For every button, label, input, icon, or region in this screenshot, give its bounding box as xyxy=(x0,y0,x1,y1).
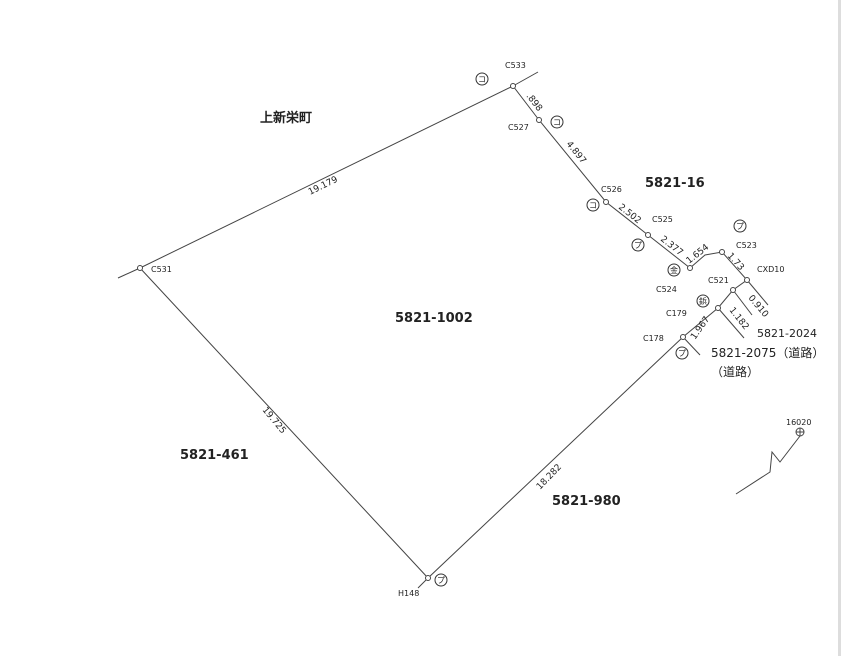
marker-pu: プ xyxy=(733,219,747,233)
svg-text:コ: コ xyxy=(553,118,561,127)
boundary-extension xyxy=(682,336,701,356)
marker-ko: コ xyxy=(475,72,489,86)
parcel-label-south: 5821-980 xyxy=(552,494,621,509)
marker-pu: プ xyxy=(675,346,689,360)
parcel-label-road1: 5821-2024 xyxy=(757,327,817,340)
parcel-label-northeast: 5821-16 xyxy=(645,176,705,191)
point-label-c533: C533 xyxy=(505,61,526,70)
svg-text:金: 金 xyxy=(670,265,678,275)
dimension-south: 18.282 xyxy=(535,462,564,492)
marker-pu: プ xyxy=(631,238,645,252)
point-label-c525: C525 xyxy=(652,215,673,224)
scan-edge xyxy=(838,0,841,656)
dimension-c523-cxd10: 1.73 xyxy=(725,251,746,273)
svg-text:コ: コ xyxy=(589,201,597,210)
point-label-c531: C531 xyxy=(151,265,172,274)
point-label-c179: C179 xyxy=(666,309,687,318)
boundary-extension xyxy=(717,307,745,339)
boundary-extension xyxy=(117,267,141,279)
parcel-boundary xyxy=(139,85,748,579)
benchmark-icon xyxy=(735,427,805,495)
point-label-c521: C521 xyxy=(708,276,729,285)
point-label-c523: C523 xyxy=(736,241,757,250)
benchmark-label: 16020 xyxy=(786,418,811,427)
svg-text:コ: コ xyxy=(478,75,486,84)
dimension-c527-c526: 4.897 xyxy=(564,140,588,166)
boundary-extension xyxy=(732,289,753,316)
boundary-extension xyxy=(746,279,769,306)
point-label-c527: C527 xyxy=(508,123,529,132)
point-label-h148: H148 xyxy=(398,589,419,598)
parcel-label-main: 5821-1002 xyxy=(395,311,473,326)
parcel-label-west: 5821-461 xyxy=(180,448,249,463)
marker-ko: コ xyxy=(550,115,564,129)
parcel-label-north-town: 上新栄町 xyxy=(260,110,312,126)
svg-text:プ: プ xyxy=(736,222,744,231)
dimension-c533-c527: .898 xyxy=(524,92,544,114)
dimension-c179-c178: 1.967 xyxy=(689,315,712,342)
svg-text:プ: プ xyxy=(437,576,445,585)
point-label-c526: C526 xyxy=(601,185,622,194)
marker-kin: 金 xyxy=(667,263,681,277)
point-label-cxd10: CXD10 xyxy=(757,265,784,274)
point-label-c178: C178 xyxy=(643,334,664,343)
point-label-c524: C524 xyxy=(656,285,677,294)
dimension-cxd10-c521: 0.910 xyxy=(746,294,770,320)
dimension-c521-c179: 1.182 xyxy=(727,306,751,332)
parcel-label-road2-sub: （道路） xyxy=(711,364,759,379)
svg-text:プ: プ xyxy=(678,349,686,358)
marker-ko: コ xyxy=(586,198,600,212)
boundary-extension xyxy=(512,71,539,87)
vertices xyxy=(137,83,750,581)
marker-pu: プ xyxy=(434,573,448,587)
dimension-c526-c525: 2.502 xyxy=(616,202,642,226)
svg-text:鋲: 鋲 xyxy=(699,296,707,306)
dimension-west: 19.725 xyxy=(260,406,288,437)
parcel-label-road2: 5821-2075（道路） xyxy=(711,345,824,360)
marker-byo: 鋲 xyxy=(696,294,710,308)
svg-text:プ: プ xyxy=(634,241,642,250)
